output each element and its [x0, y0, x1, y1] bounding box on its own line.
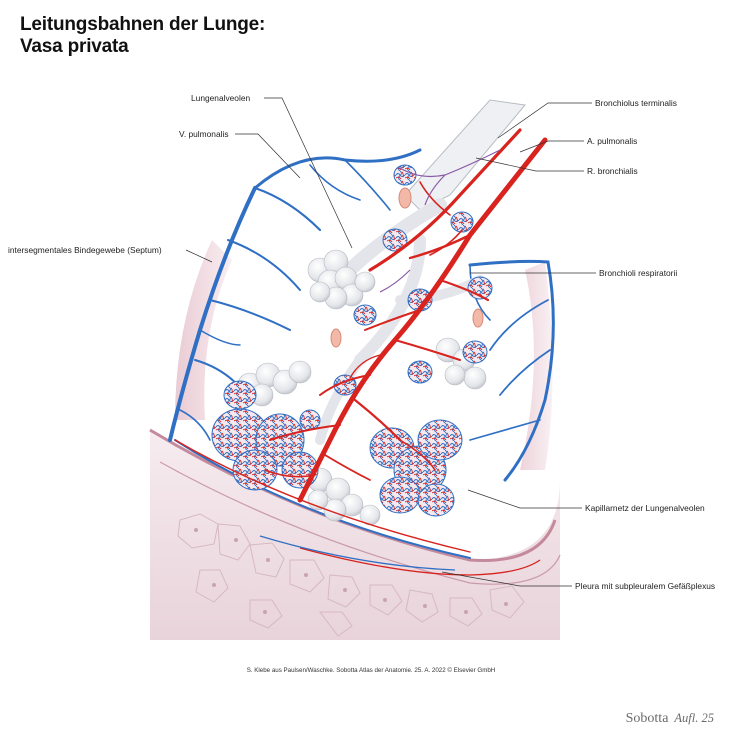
label-pleura: Pleura mit subpleuralem Gefäßplexus [575, 581, 716, 591]
label-lungenalveolen: Lungenalveolen [191, 93, 251, 103]
label-v-pulmonalis: V. pulmonalis [179, 129, 229, 139]
label-kapillarnetz: Kapillarnetz der Lungenalveolen [585, 503, 705, 513]
ramus-bronchialis [379, 149, 501, 293]
leader-lines [185, 97, 596, 587]
label-bronchiolus-terminalis: Bronchiolus terminalis [595, 98, 677, 108]
title-line-2: Vasa privata [20, 36, 129, 57]
label-bronchioli-respiratorii: Bronchioli respiratorii [599, 268, 678, 278]
vena-pulmonalis-network [168, 148, 555, 559]
label-r-bronchialis: R. bronchialis [587, 166, 638, 176]
pleura-tissue [149, 428, 561, 640]
brand-edition: Aufl. 25 [674, 711, 714, 725]
image-credit: S. Klebe aus Paulsen/Waschke. Sobotta At… [246, 667, 496, 674]
brand-name: Sobotta [625, 711, 669, 726]
title-line-1: Leitungsbahnen der Lunge: [20, 14, 266, 35]
label-septum: intersegmentales Bindegewebe (Septum) [8, 245, 162, 255]
septum-tissue [175, 240, 553, 470]
brand-logo: Sobotta Aufl. 25 [626, 711, 714, 727]
label-a-pulmonalis: A. pulmonalis [587, 136, 638, 146]
arteria-pulmonalis-tree [174, 128, 548, 553]
page-title: Leitungsbahnen der Lunge: Vasa privata [20, 14, 265, 58]
